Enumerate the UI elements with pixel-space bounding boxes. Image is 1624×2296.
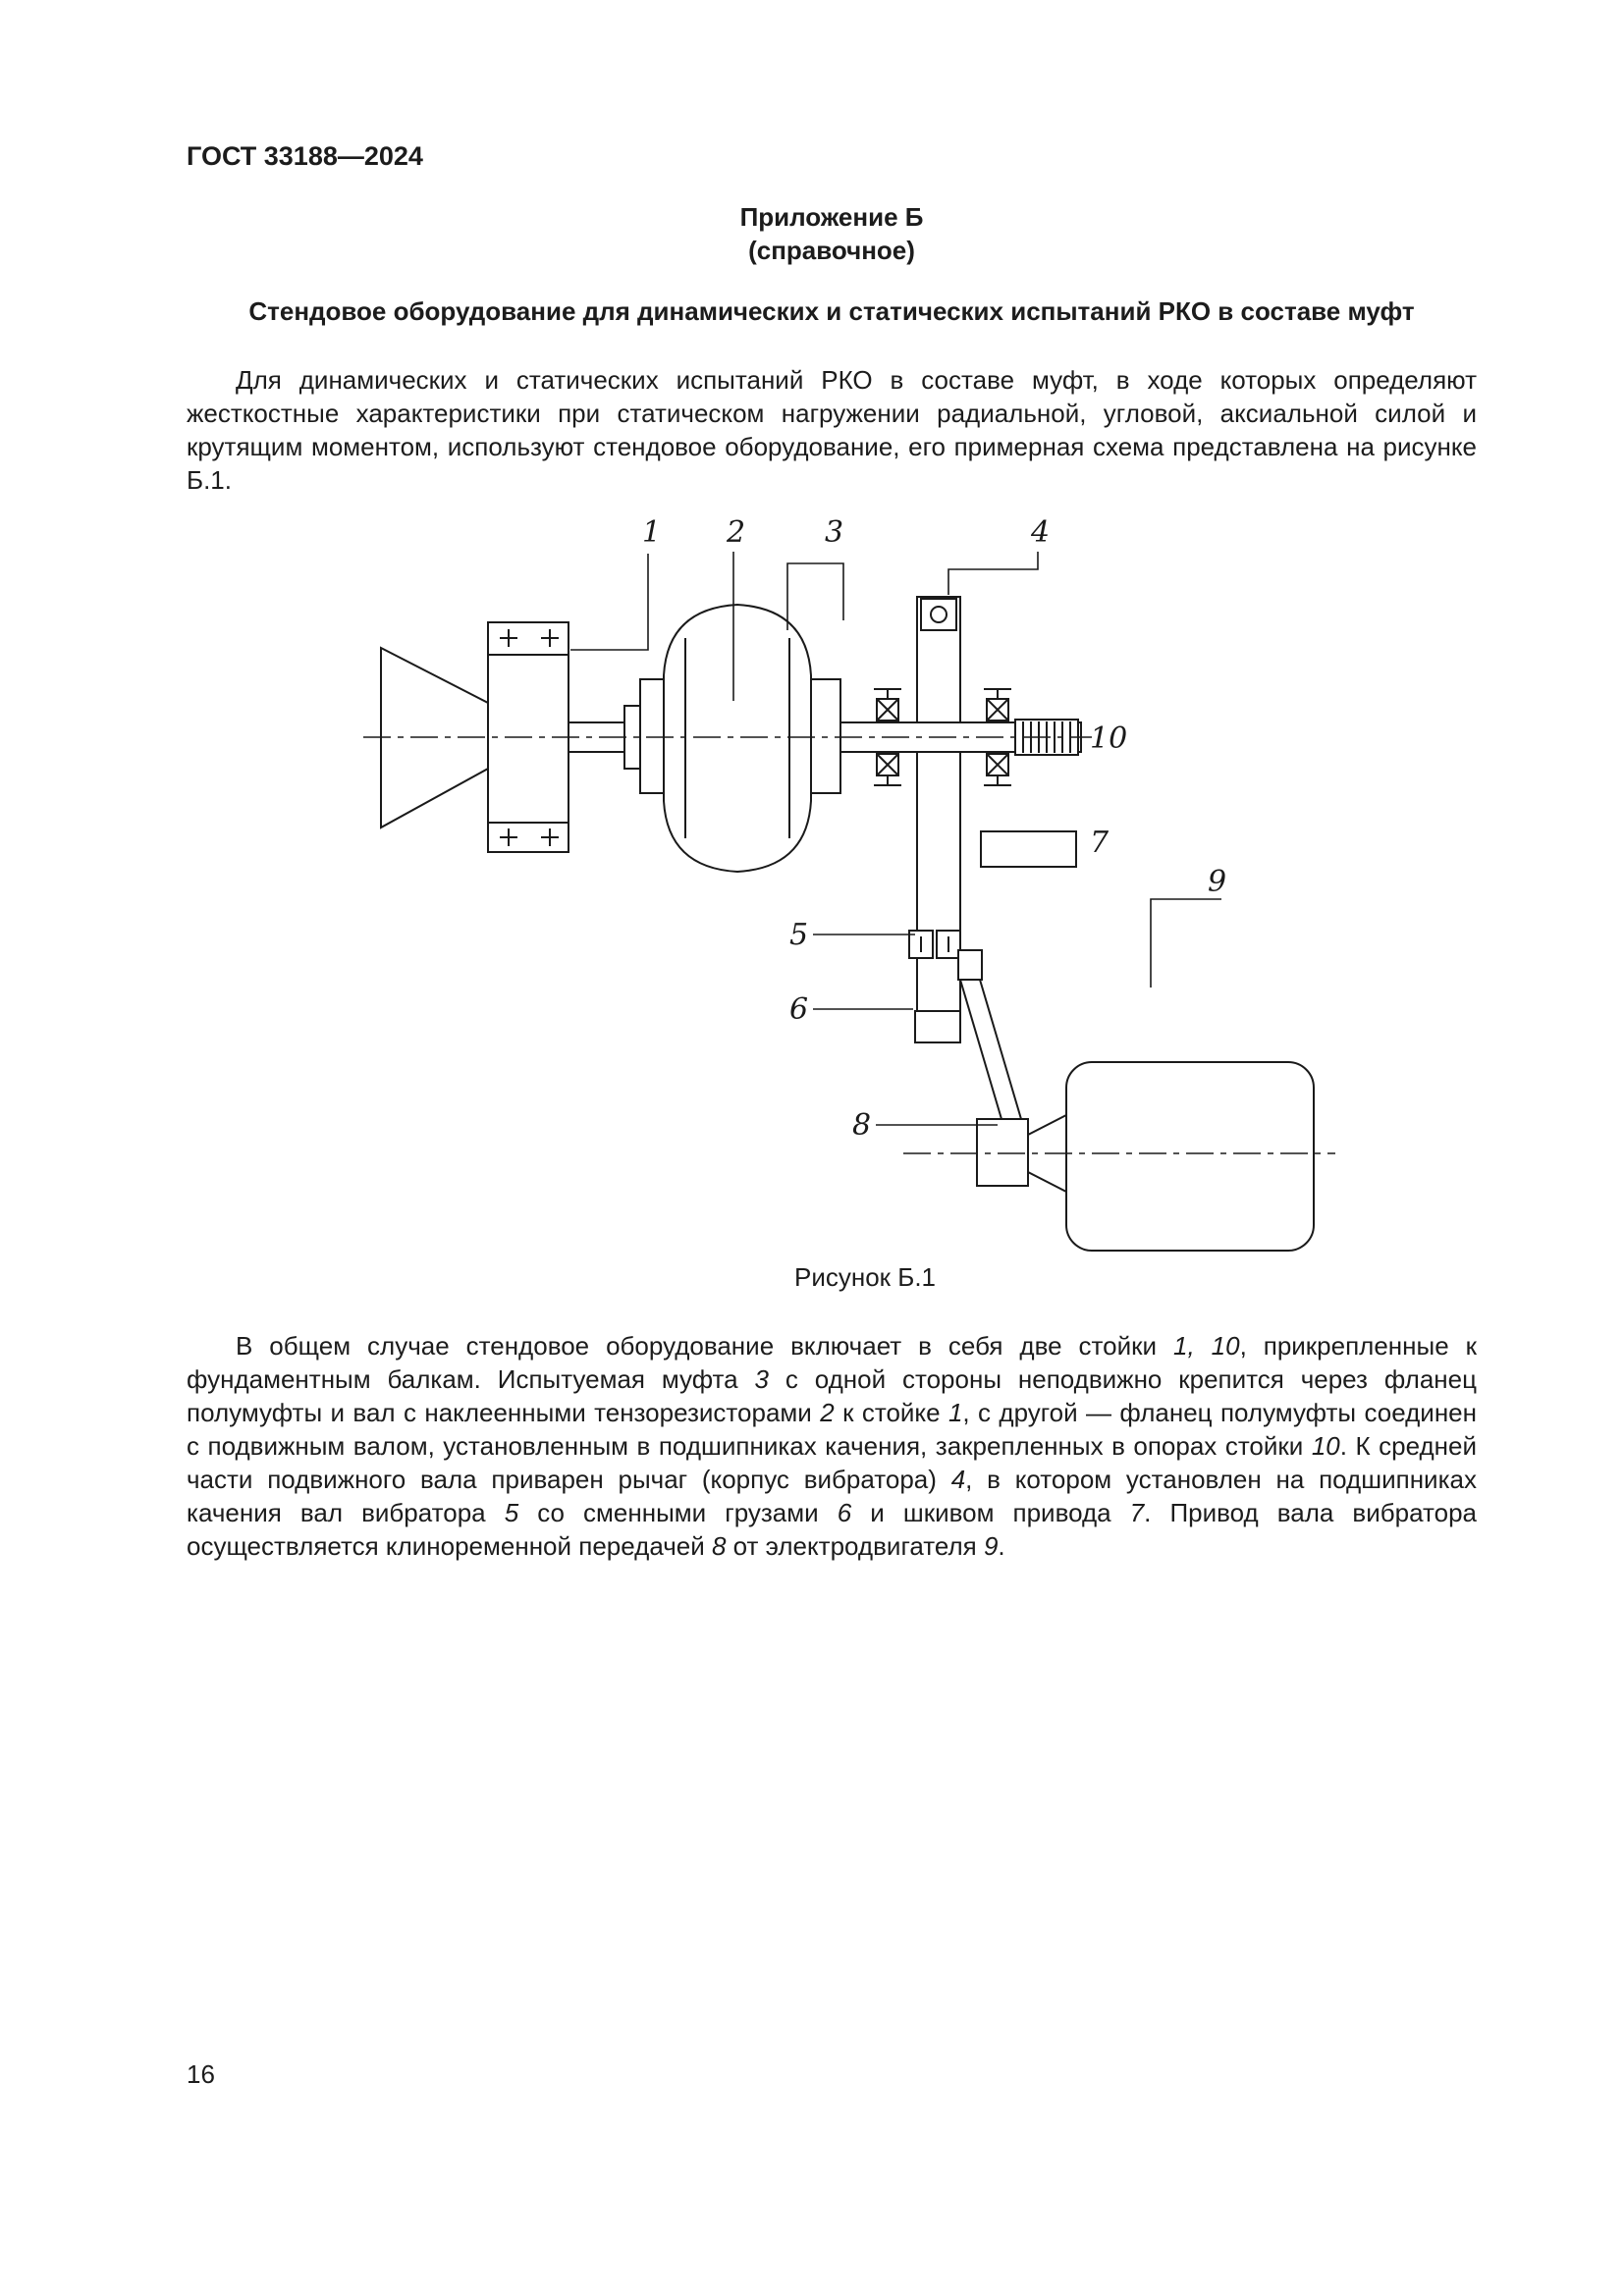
label-1: 1 xyxy=(642,515,661,550)
page-number: 16 xyxy=(187,2059,215,2089)
centerlines xyxy=(363,736,1335,1154)
label-5: 5 xyxy=(789,918,808,952)
bolt-cross-icon xyxy=(500,629,559,846)
rolling-bearing-icon xyxy=(874,688,1011,786)
v-belt xyxy=(959,979,1022,1120)
drive-pulley xyxy=(980,830,1077,868)
label-8: 8 xyxy=(852,1108,871,1143)
test-coupling xyxy=(663,603,841,874)
leader-lines xyxy=(570,552,1221,1126)
label-3: 3 xyxy=(825,515,843,550)
appendix-title: Стендовое оборудование для динамических … xyxy=(248,296,1415,326)
label-9: 9 xyxy=(1208,865,1226,899)
figure-labels: 1 2 3 4 10 7 5 6 9 8 xyxy=(642,515,1226,1143)
intro-paragraph: Для динамических и статических испытаний… xyxy=(187,365,1477,495)
strain-gauge-shaft xyxy=(568,678,667,794)
vibrator-arm xyxy=(916,596,961,1043)
label-4: 4 xyxy=(1030,515,1050,550)
appendix-type: (справочное) xyxy=(748,236,915,265)
vibrator-shaft-assembly xyxy=(908,930,983,1043)
label-2: 2 xyxy=(726,515,745,550)
figure-caption: Рисунок Б.1 xyxy=(793,1262,937,1292)
label-10: 10 xyxy=(1090,721,1127,756)
appendix-label: Приложение Б xyxy=(739,202,924,232)
test-bench-diagram: 1 2 3 4 10 7 5 6 9 8 xyxy=(363,515,1335,1252)
arm-top-bearing xyxy=(920,598,957,631)
electric-motor xyxy=(1065,1061,1315,1252)
figure-area: 1 2 3 4 10 7 5 6 9 8 xyxy=(187,507,1477,1253)
document-header: ГОСТ 33188—2024 xyxy=(187,141,423,171)
description-paragraph: В общем случае стендовое оборудование вк… xyxy=(187,1331,1478,1561)
diagram-shapes xyxy=(380,596,1315,1252)
label-7: 7 xyxy=(1090,826,1110,860)
label-6: 6 xyxy=(789,992,808,1027)
